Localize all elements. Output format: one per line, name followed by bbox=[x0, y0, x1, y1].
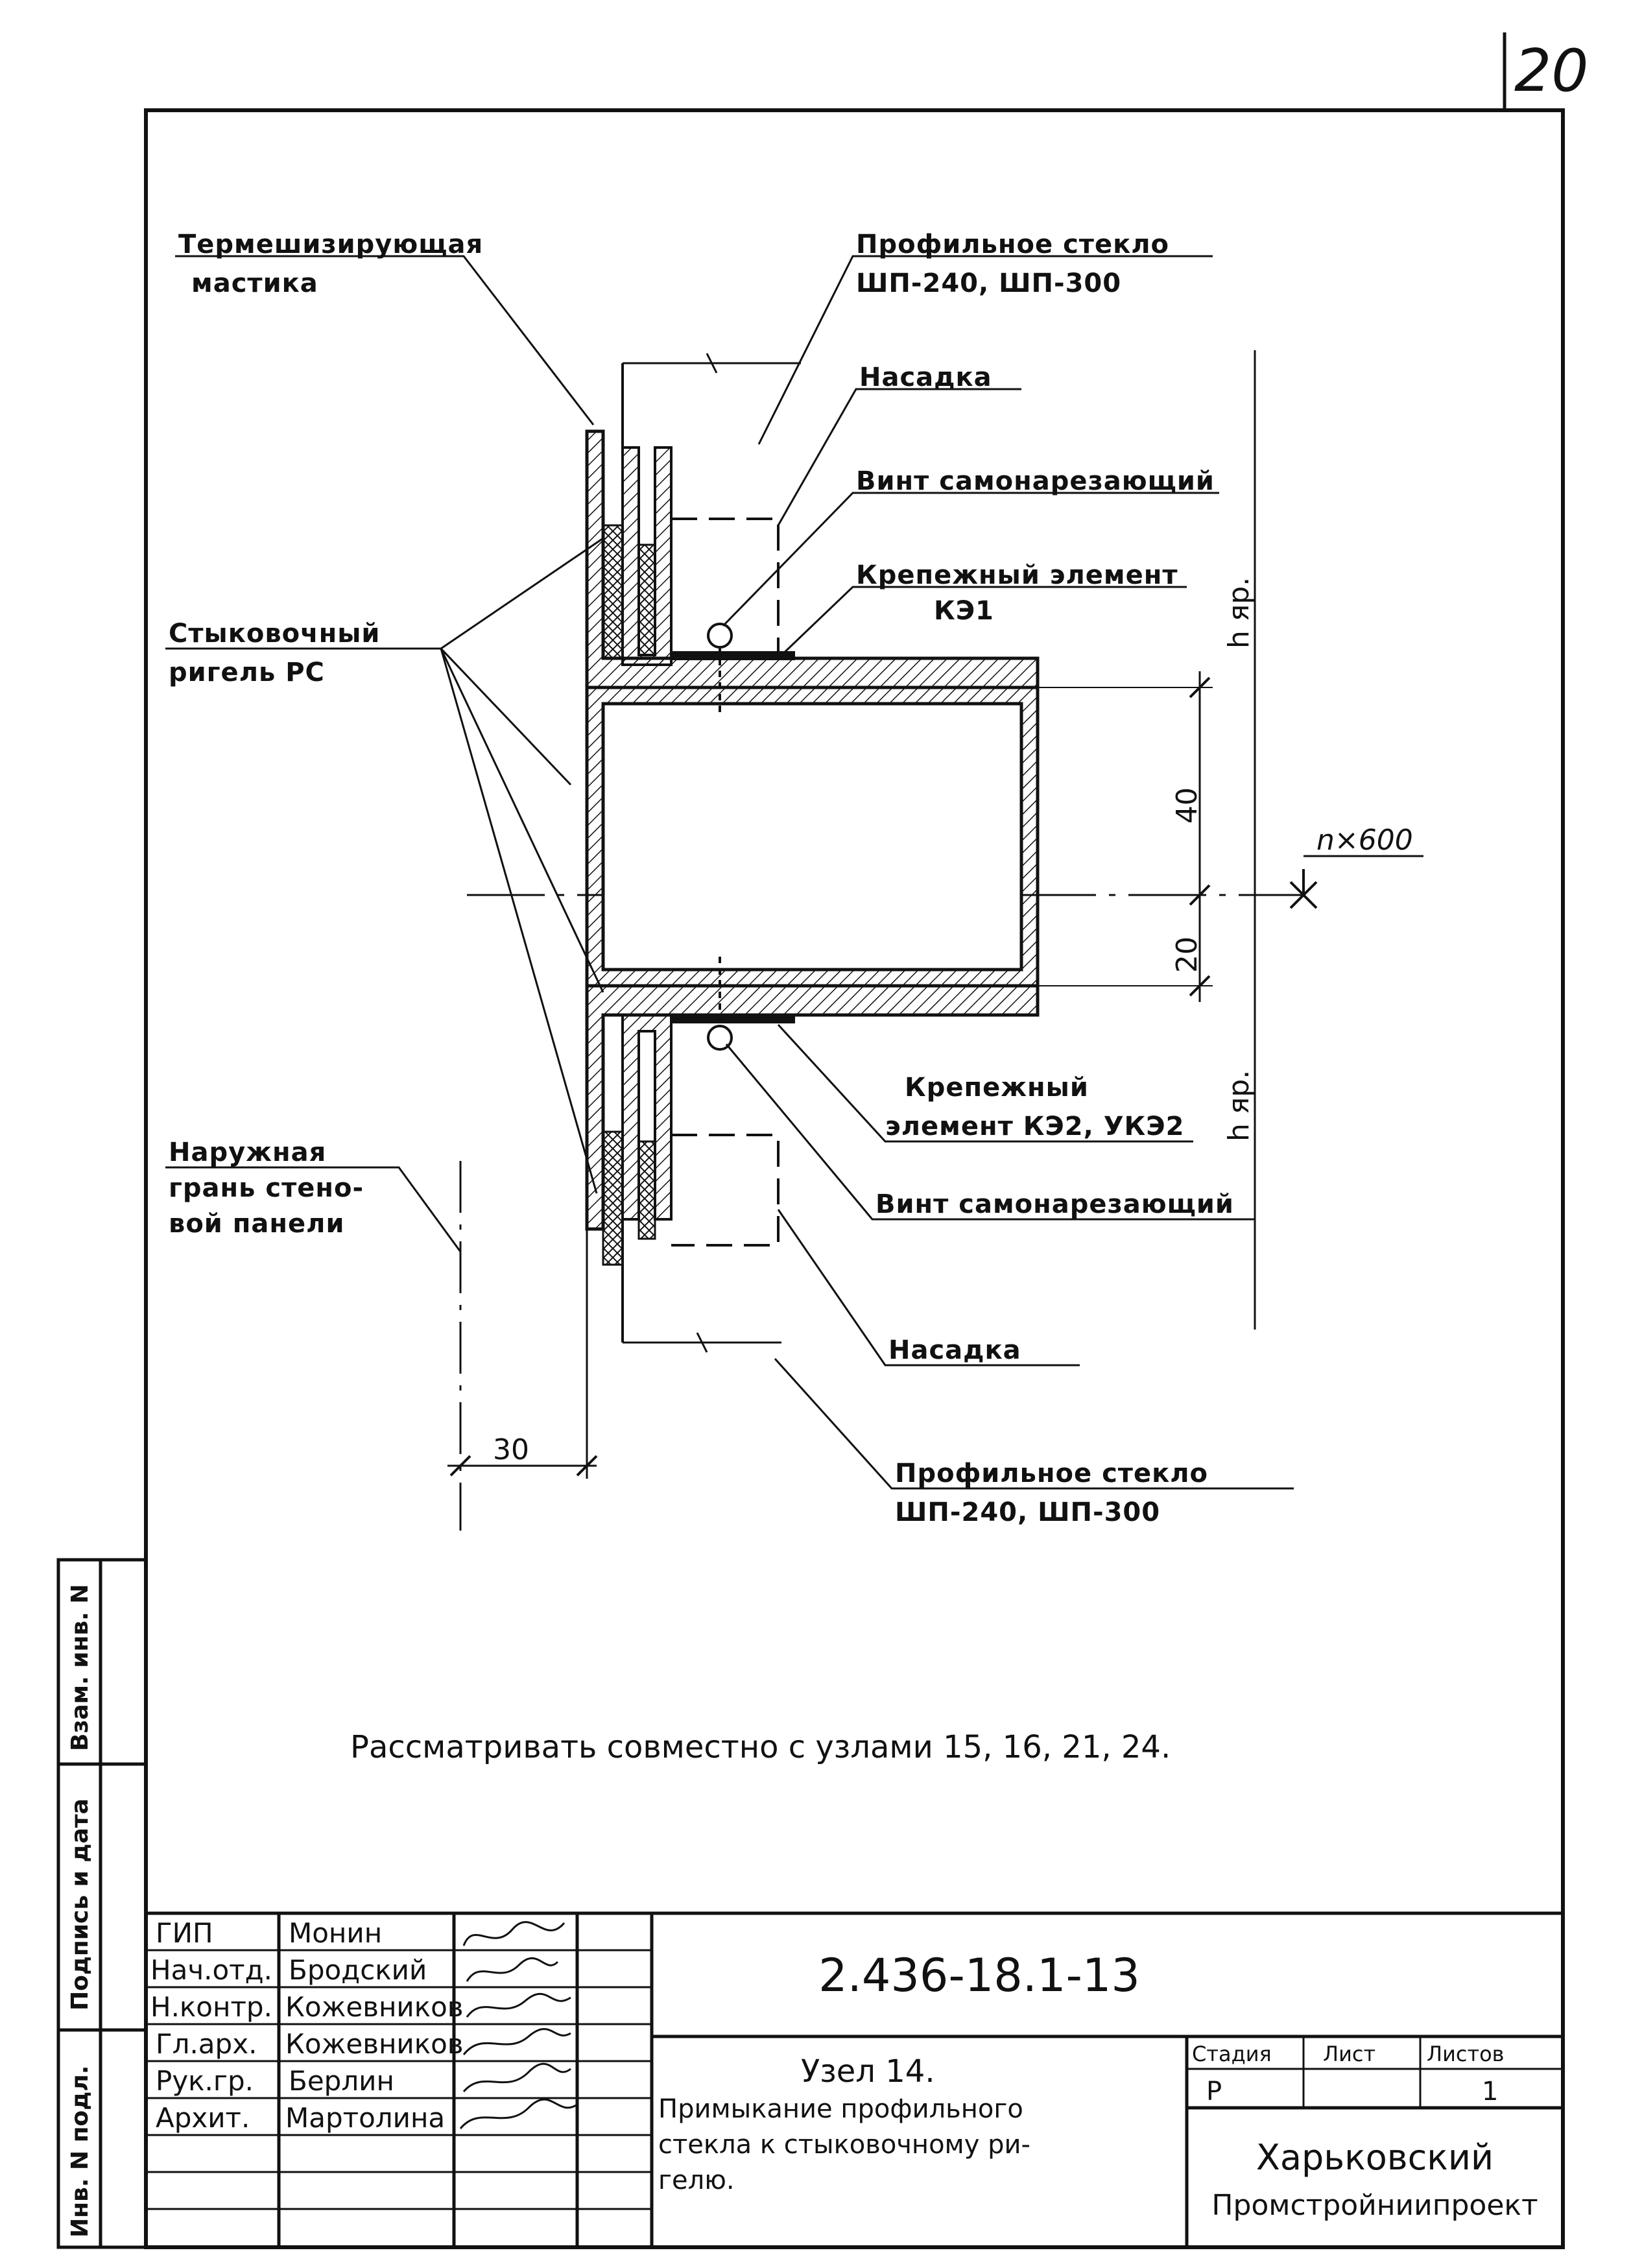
org-name-2: Промстройниипроект bbox=[1211, 2189, 1538, 2222]
label-screw-bottom: Винт самонарезающий bbox=[875, 1189, 1234, 1219]
tb-role-4: Рук.гр. bbox=[156, 2065, 254, 2097]
signature-3 bbox=[462, 2028, 571, 2055]
label-glass-bottom-1: Профильное стекло bbox=[895, 1459, 1208, 1488]
doc-code: 2.436-18.1-13 bbox=[818, 1949, 1140, 2002]
label-glass-bottom-2: ШП-240, ШП-300 bbox=[895, 1498, 1160, 1527]
label-outer-face-2: грань стено- bbox=[169, 1173, 364, 1203]
label-fastener-bottom-1: Крепежный bbox=[905, 1073, 1089, 1103]
title-block bbox=[146, 1911, 1563, 2247]
title-node: Узел 14. bbox=[801, 2053, 935, 2090]
signature-0 bbox=[462, 1921, 565, 1946]
label-fastener-top-1: Крепежный элемент bbox=[856, 560, 1178, 590]
tb-role-5: Архит. bbox=[156, 2102, 250, 2134]
tb-name-5: Мартолина bbox=[285, 2102, 445, 2134]
tb-role-1: Нач.отд. bbox=[150, 1954, 272, 1986]
leader-lines bbox=[165, 255, 1294, 1490]
label-glass-top-2: ШП-240, ШП-300 bbox=[856, 269, 1121, 298]
label-cap-top: Насадка bbox=[859, 363, 992, 392]
signatures bbox=[459, 1921, 578, 2129]
level-mark: n×600 bbox=[1316, 824, 1413, 857]
label-fastener-top-2: КЭ1 bbox=[934, 596, 994, 626]
label-screw-top: Винт самонарезающий bbox=[856, 466, 1215, 496]
tb-name-2: Кожевников bbox=[285, 1991, 464, 2023]
label-sealant-2: мастика bbox=[191, 269, 318, 298]
tb-role-2: Н.контр. bbox=[150, 1991, 272, 2023]
sheet-frame bbox=[144, 32, 1565, 2249]
hdr-sheets: Листов bbox=[1427, 2042, 1505, 2066]
stamp-replace-inv: Взам. инв. N bbox=[67, 1584, 93, 1751]
tb-role-3: Гл.арх. bbox=[156, 2028, 257, 2060]
label-fastener-bottom-2: элемент КЭ2, УКЭ2 bbox=[885, 1112, 1184, 1141]
node-section bbox=[447, 350, 1423, 1531]
dimension-labels: 40 20 30 h яр. h яр. n×600 bbox=[493, 577, 1413, 1466]
signature-1 bbox=[466, 1957, 559, 1982]
label-rail-2: ригель РС bbox=[169, 658, 325, 687]
org-name-1: Харьковский bbox=[1256, 2137, 1494, 2178]
label-outer-face-1: Наружная bbox=[169, 1138, 326, 1167]
stamp-signature-date: Подпись и дата bbox=[67, 1798, 93, 2011]
dim-h-bottom: h яр. bbox=[1222, 1070, 1256, 1141]
val-sheets: 1 bbox=[1482, 2077, 1498, 2107]
label-cap-bottom: Насадка bbox=[888, 1335, 1021, 1365]
tb-name-0: Монин bbox=[289, 1917, 382, 1949]
dim-40: 40 bbox=[1171, 787, 1204, 824]
signature-5 bbox=[459, 2098, 578, 2129]
title-line-4: гелю. bbox=[658, 2166, 735, 2195]
title-block-text: 2.436-18.1-13 ГИП Монин Нач.отд. Бродски… bbox=[150, 1917, 1538, 2222]
tb-name-3: Кожевников bbox=[285, 2028, 464, 2060]
dim-20: 20 bbox=[1171, 937, 1204, 973]
hdr-sheet: Лист bbox=[1323, 2042, 1375, 2066]
label-glass-top-1: Профильное стекло bbox=[856, 230, 1169, 259]
label-outer-face-3: вой панели bbox=[169, 1209, 344, 1239]
title-line-2: Примыкание профильного bbox=[658, 2094, 1023, 2124]
callouts: Термешизирующая мастика Профильное стекл… bbox=[169, 230, 1234, 1527]
val-stage: Р bbox=[1206, 2077, 1222, 2107]
dim-30: 30 bbox=[493, 1433, 529, 1466]
note-see-also: Рассматривать совместно с узлами 15, 16,… bbox=[350, 1729, 1171, 1765]
label-rail-1: Стыковочный bbox=[169, 619, 380, 649]
dim-h-top: h яр. bbox=[1222, 577, 1256, 649]
hdr-stage: Стадия bbox=[1192, 2042, 1272, 2066]
tb-role-0: ГИП bbox=[156, 1917, 213, 1949]
title-line-3: стекла к стыковочному ри- bbox=[658, 2130, 1030, 2160]
signature-4 bbox=[462, 2062, 571, 2092]
label-sealant-1: Термешизирующая bbox=[178, 230, 483, 259]
sheet-number: 20 bbox=[1514, 37, 1589, 105]
stamp-inv-original: Инв. N подл. bbox=[67, 2066, 93, 2238]
side-stamp bbox=[56, 1558, 148, 2249]
tb-name-1: Бродский bbox=[289, 1954, 427, 1986]
signature-2 bbox=[466, 1992, 571, 2018]
tb-name-4: Берлин bbox=[289, 2065, 394, 2097]
